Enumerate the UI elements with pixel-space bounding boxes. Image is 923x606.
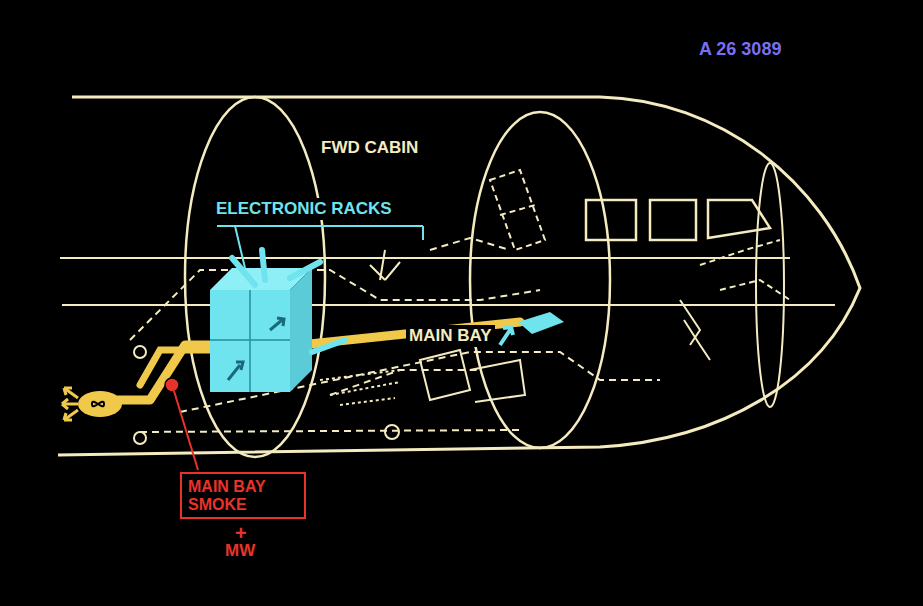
fuselage-frame [185, 97, 325, 457]
air-outlet [370, 250, 400, 280]
electronic-racks [210, 226, 564, 392]
fuselage-outline [58, 97, 860, 455]
floor-line [62, 304, 835, 306]
cockpit-window [650, 200, 696, 240]
fan-symbol [92, 402, 104, 407]
exhaust-arrow [62, 388, 78, 420]
rack [210, 290, 290, 392]
fastener [134, 346, 146, 358]
rack-edge [210, 290, 290, 392]
cockpit-equipment [680, 300, 710, 360]
rack-side [290, 268, 312, 392]
cockpit-window [586, 200, 636, 240]
drawing-number: A 26 3089 [696, 38, 784, 61]
arrow-head [62, 388, 72, 420]
nose-frame [756, 163, 784, 407]
fuselage-frame [470, 112, 610, 448]
warning-box: MAIN BAY SMOKE [180, 472, 306, 519]
airflow-arrow [228, 362, 243, 380]
fastener [134, 432, 146, 444]
smoke-detector [165, 378, 198, 470]
label-bracket [217, 226, 423, 268]
equipment-box [518, 312, 564, 334]
airflow-arrow [270, 318, 284, 330]
floor-line [60, 257, 790, 259]
equipment-box [420, 350, 525, 402]
equipment-shelf [320, 370, 400, 405]
part-name: ELECTRONIC RACKS [213, 198, 395, 220]
warning-code: MW [222, 540, 258, 562]
fastener [385, 425, 399, 439]
area-name: FWD CABIN [318, 137, 421, 159]
area-name: MAIN BAY [406, 325, 495, 347]
cockpit-seat [490, 170, 545, 250]
airflow-arrow [500, 327, 513, 345]
duct [118, 322, 520, 400]
leader-line [174, 391, 198, 470]
detector-symbol [165, 378, 179, 392]
extraction-fan [78, 391, 122, 417]
cockpit-window [708, 200, 770, 238]
warning-text: MAIN BAY SMOKE [188, 478, 298, 513]
airflow-arrow [232, 250, 345, 352]
cockpit-duct [700, 240, 790, 300]
